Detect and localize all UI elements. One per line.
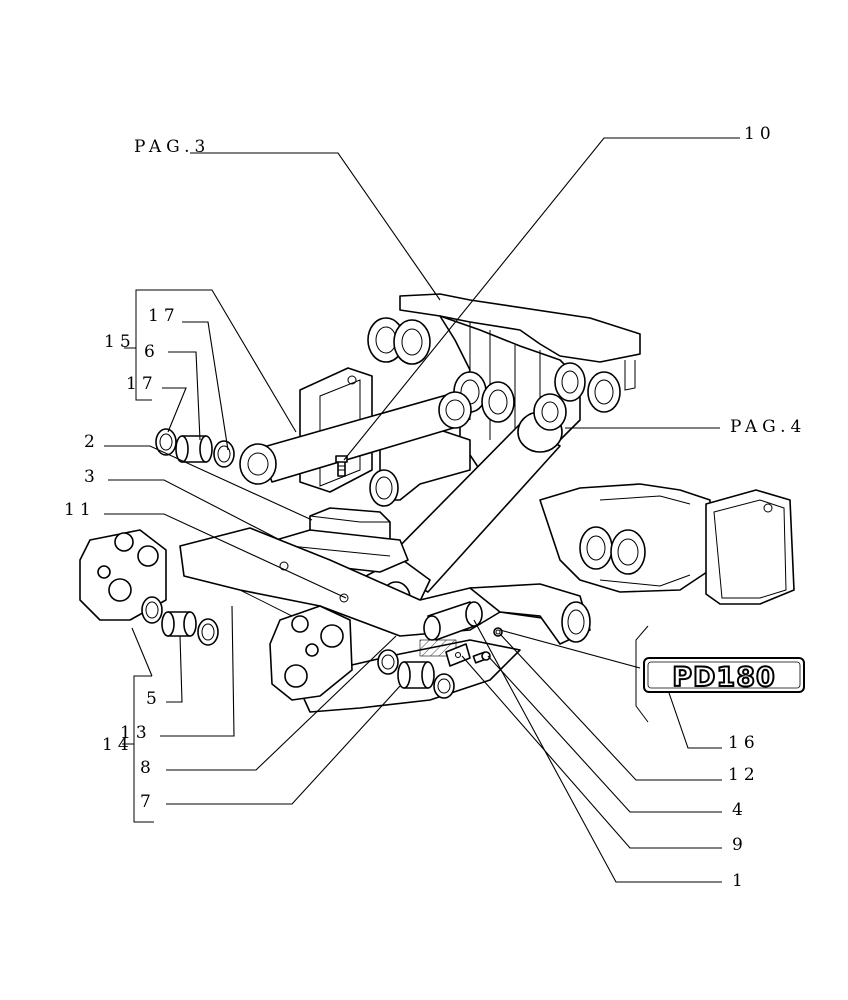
labels: PAG.3 PAG.4 10 17 15 6 17 2 3 11 5 13 14… xyxy=(64,124,806,891)
callout-13: 13 xyxy=(120,723,152,743)
badge-text: PD180 xyxy=(672,662,776,693)
callout-16: 16 xyxy=(728,733,760,753)
callout-11: 11 xyxy=(64,500,96,520)
model-badge: PD180 xyxy=(643,657,805,694)
callout-3: 3 xyxy=(84,467,100,487)
callout-14: 14 xyxy=(102,735,134,755)
screw-10 xyxy=(335,455,348,477)
lock-plate xyxy=(445,643,471,667)
callout-6: 6 xyxy=(144,342,160,362)
bushes-left xyxy=(141,596,219,646)
callout-1: 1 xyxy=(732,871,748,891)
front-flange-right xyxy=(269,605,353,701)
callout-2: 2 xyxy=(84,432,100,452)
callout-10: 10 xyxy=(744,124,776,144)
bushes-tie-rod xyxy=(155,428,235,468)
bushes-lower xyxy=(377,649,455,699)
callout-7: 7 xyxy=(140,792,156,812)
front-flange-left xyxy=(79,529,167,621)
ref-page-3: PAG.3 xyxy=(134,137,210,157)
leader-lines xyxy=(104,137,740,883)
callout-8: 8 xyxy=(140,758,156,778)
callout-12: 12 xyxy=(728,765,760,785)
tie-rod-upper xyxy=(239,391,472,485)
callout-17-top: 17 xyxy=(148,306,180,326)
pivot-pin xyxy=(423,601,483,641)
callout-4: 4 xyxy=(732,800,748,820)
callout-17-lower: 17 xyxy=(126,374,158,394)
callout-5: 5 xyxy=(146,689,162,709)
bracket-15 xyxy=(124,289,152,401)
bracket-badge xyxy=(635,625,649,723)
small-screw xyxy=(472,651,491,664)
axle-assembly-drawing xyxy=(79,289,795,823)
ref-page-4: PAG.4 xyxy=(730,417,806,437)
callout-15: 15 xyxy=(104,332,136,352)
bracket-14 xyxy=(122,675,154,823)
callout-9: 9 xyxy=(732,835,748,855)
